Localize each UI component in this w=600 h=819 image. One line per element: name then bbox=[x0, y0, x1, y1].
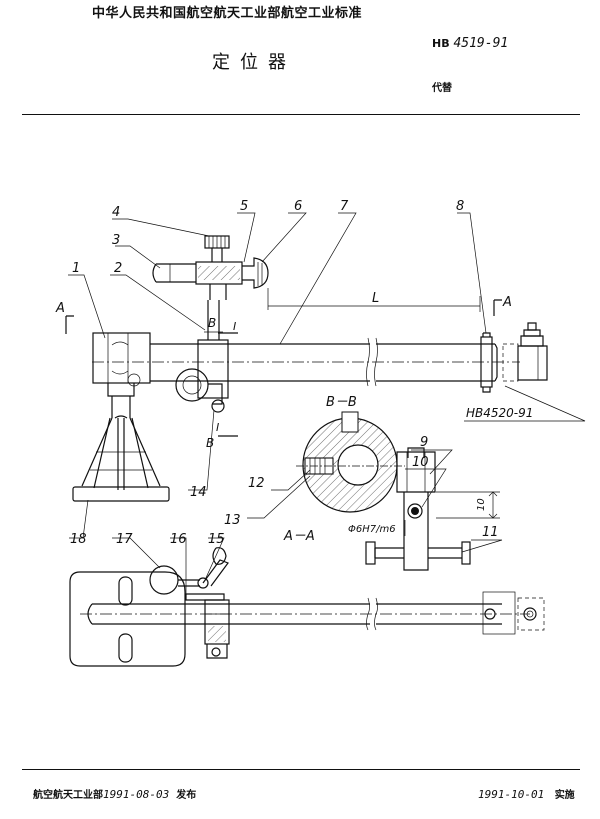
part-label-18: 18 bbox=[70, 532, 87, 547]
part-label-5: 5 bbox=[240, 199, 248, 214]
part-label-3: 3 bbox=[112, 233, 120, 248]
footer-issue-date: 1991-08-03 bbox=[103, 788, 170, 801]
footer-issuer: 航空航天工业部 bbox=[33, 790, 103, 801]
part-label-7: 7 bbox=[340, 199, 349, 214]
leader-lines bbox=[68, 212, 586, 594]
part-label-10: 10 bbox=[412, 455, 429, 470]
part-label-16: 16 bbox=[170, 532, 187, 547]
part-labels: 4 5 6 7 3 1 2 8 14 9 10 12 13 11 18 17 1… bbox=[70, 199, 499, 547]
header-rule bbox=[22, 114, 580, 115]
section-marker-b-top: B bbox=[208, 316, 216, 330]
document-code: HB 4519-91 bbox=[432, 36, 508, 51]
dimension-label-l: L bbox=[372, 291, 379, 306]
part-label-6: 6 bbox=[294, 199, 302, 214]
front-view bbox=[65, 235, 548, 502]
top-view bbox=[69, 547, 545, 667]
part-label-2: 2 bbox=[114, 261, 122, 276]
document-code-number: 4519-91 bbox=[453, 36, 509, 51]
standard-title: 中华人民共和国航空航天工业部航空工业标准 bbox=[92, 6, 363, 21]
section-marker-a-left: A bbox=[55, 301, 65, 316]
part-label-1: 1 bbox=[72, 261, 80, 276]
footer-effective: 1991-10-01 实施 bbox=[478, 786, 575, 801]
part-label-11: 11 bbox=[482, 525, 499, 540]
section-marker-i-top: I bbox=[233, 320, 236, 333]
footer-effective-date: 1991-10-01 bbox=[478, 788, 545, 801]
section-title-aa: A－A bbox=[283, 529, 315, 544]
section-b-b-view bbox=[296, 411, 500, 571]
section-title-bb: B－B bbox=[326, 395, 357, 410]
section-labels: A A B I I B L B－B A－A HB4520-91 Φ6H7/m6 … bbox=[55, 291, 533, 544]
footer-issue: 航空航天工业部1991-08-03 发布 bbox=[33, 786, 196, 801]
section-marker-b-bottom: B bbox=[206, 436, 214, 450]
part-label-13: 13 bbox=[224, 513, 241, 528]
part-label-12: 12 bbox=[248, 476, 265, 491]
replaces-label: 代替 bbox=[432, 83, 452, 94]
part-label-17: 17 bbox=[116, 532, 133, 547]
fit-spec-label: Φ6H7/m6 bbox=[348, 524, 396, 535]
section-marker-a-right: A bbox=[502, 295, 512, 310]
document-code-prefix: HB bbox=[432, 37, 450, 50]
part-label-4: 4 bbox=[112, 205, 120, 220]
part-label-14: 14 bbox=[190, 485, 207, 500]
part-label-8: 8 bbox=[456, 199, 464, 214]
footer-effective-word: 实施 bbox=[554, 790, 575, 801]
part-label-9: 9 bbox=[420, 435, 428, 450]
document-title: 定位器 bbox=[212, 52, 296, 73]
dimension-label-10: 10 bbox=[476, 498, 487, 511]
reference-standard-label: HB4520-91 bbox=[466, 406, 533, 420]
footer-rule bbox=[22, 769, 580, 770]
footer-issue-word: 发布 bbox=[176, 790, 197, 801]
part-label-15: 15 bbox=[208, 532, 225, 547]
section-marker-i-bottom: I bbox=[216, 421, 219, 434]
